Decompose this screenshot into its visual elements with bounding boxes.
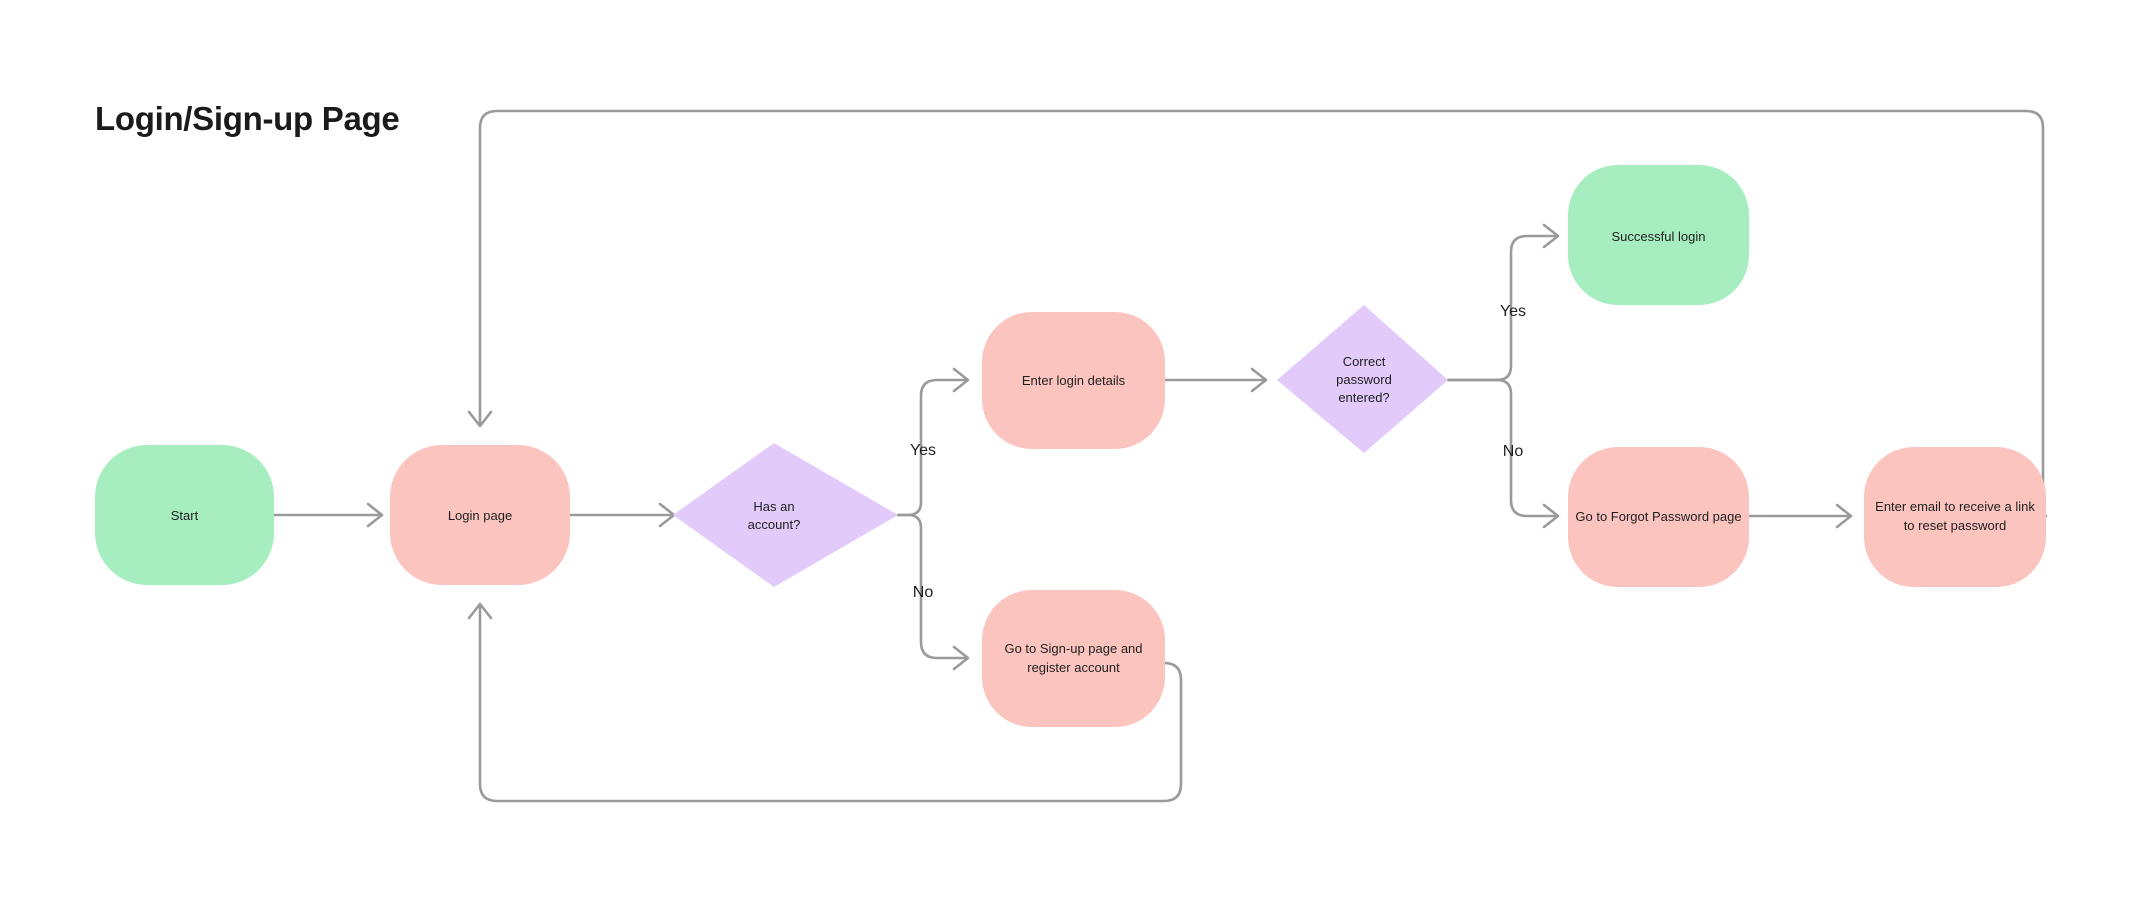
- edge-enter-login-to-correct-password: [1163, 367, 1268, 393]
- edge-label-correct-password-yes: Yes: [1500, 303, 1526, 320]
- node-has-account-shape[interactable]: [673, 443, 898, 587]
- node-enter-login-details-label: Enter login details: [1022, 373, 1126, 388]
- node-reset-email-label-line1: Enter email to receive a link: [1875, 499, 2035, 514]
- node-forgot-password[interactable]: Go to Forgot Password page: [1568, 447, 1749, 587]
- nodes-layer: Start Login page Has an account? Yes No …: [95, 165, 2046, 727]
- node-signup-label-line1: Go to Sign-up page and: [1004, 641, 1142, 656]
- node-start-shape[interactable]: [95, 445, 274, 585]
- node-correct-password[interactable]: Correct password entered?: [1277, 305, 1448, 453]
- edge-has-account-yes: [896, 367, 970, 517]
- edge-label-has-account-yes: Yes: [910, 442, 936, 459]
- node-successful-login-label: Successful login: [1612, 229, 1706, 244]
- node-reset-email[interactable]: Enter email to receive a link to reset p…: [1864, 447, 2046, 587]
- node-signup[interactable]: Go to Sign-up page and register account: [982, 590, 1165, 727]
- node-forgot-password-shape[interactable]: [1568, 447, 1749, 587]
- node-correct-password-label-line3: entered?: [1338, 390, 1389, 405]
- node-start-label: Start: [171, 508, 199, 523]
- edge-label-has-account-no: No: [913, 584, 934, 601]
- node-signup-shape[interactable]: [982, 590, 1165, 727]
- node-start[interactable]: Start: [95, 445, 274, 585]
- edge-has-account-no: [896, 513, 970, 671]
- edge-label-correct-password-no: No: [1503, 443, 1524, 460]
- node-reset-email-label-line2: to reset password: [1904, 518, 2007, 533]
- node-login-page-shape[interactable]: [390, 445, 570, 585]
- edge-login-page-to-has-account: [568, 502, 676, 528]
- node-login-page-label: Login page: [448, 508, 512, 523]
- node-successful-login[interactable]: Successful login: [1568, 165, 1749, 305]
- node-has-account-label-line1: Has an: [753, 499, 794, 514]
- node-reset-email-shape[interactable]: [1864, 447, 2046, 587]
- node-correct-password-label-line1: Correct: [1343, 354, 1386, 369]
- page-title: Login/Sign-up Page: [95, 100, 400, 137]
- node-signup-label-line2: register account: [1027, 660, 1120, 675]
- node-correct-password-shape[interactable]: [1277, 305, 1448, 453]
- node-forgot-password-label: Go to Forgot Password page: [1575, 509, 1741, 524]
- edge-start-to-login-page: [272, 502, 384, 528]
- node-enter-login-details[interactable]: Enter login details: [982, 312, 1165, 449]
- node-correct-password-label-line2: password: [1336, 372, 1392, 387]
- node-login-page[interactable]: Login page: [390, 445, 570, 585]
- node-has-account[interactable]: Has an account?: [673, 443, 898, 587]
- edge-correct-password-yes: [1446, 223, 1560, 382]
- node-successful-login-shape[interactable]: [1568, 165, 1749, 305]
- edge-correct-password-no: [1446, 378, 1560, 529]
- connectors-layer: [272, 109, 2048, 803]
- node-has-account-label-line2: account?: [748, 517, 801, 532]
- edge-forgot-to-reset-email: [1746, 503, 1853, 529]
- node-enter-login-details-shape[interactable]: [982, 312, 1165, 449]
- edge-signup-to-login-page: [467, 602, 1183, 803]
- edge-reset-email-to-login-page: [467, 109, 2048, 518]
